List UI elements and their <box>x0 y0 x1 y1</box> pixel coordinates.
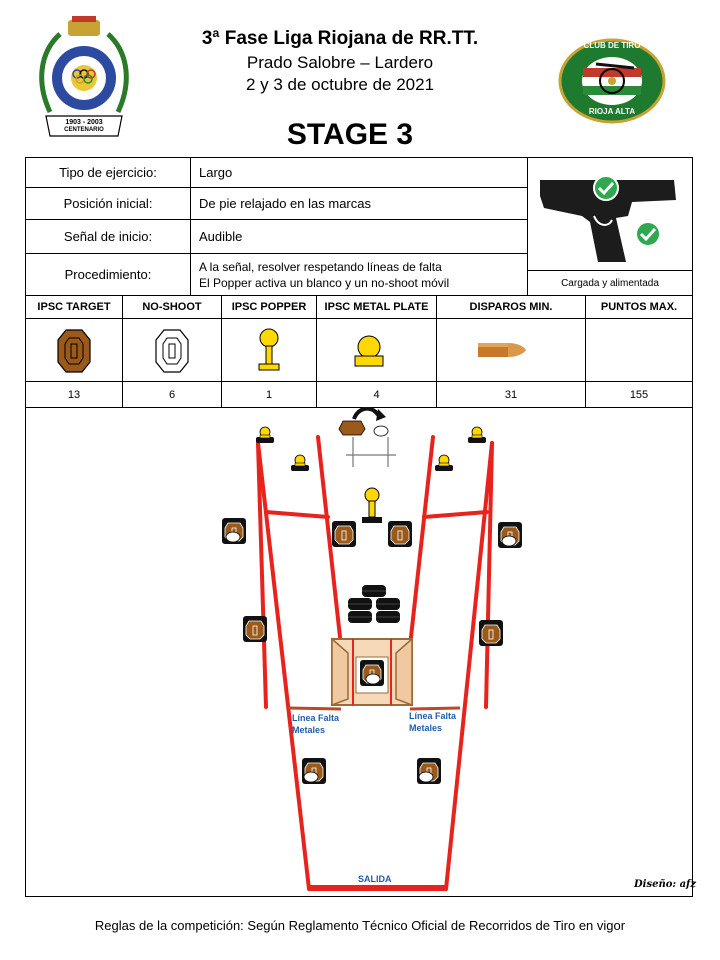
start-signal-label: Señal de inicio: <box>63 229 153 244</box>
club-logo-top-text: CLUB DE TIRO <box>583 41 641 50</box>
header-popper: IPSC POPPER <box>231 301 307 313</box>
event-venue: Prado Salobre – Lardero <box>246 53 434 72</box>
event-date: 2 y 3 de octubre de 2021 <box>245 75 435 94</box>
stage-diagram <box>221 407 523 891</box>
metal-plate-icon <box>354 335 384 367</box>
exercise-type-label: Tipo de ejercicio: <box>59 165 157 180</box>
count-metal-plate: 4 <box>373 388 380 401</box>
ipsc-target-icon <box>57 329 91 373</box>
footer-rules: Reglas de la competición: Según Reglamen… <box>94 918 626 933</box>
count-ipsc-target: 13 <box>67 388 81 401</box>
designer-signature: Diseño: afz <box>634 879 697 890</box>
club-logo <box>558 38 666 124</box>
count-max-points: 155 <box>629 388 649 401</box>
count-popper: 1 <box>265 388 273 401</box>
start-position-label: Posición inicial: <box>63 196 153 211</box>
popper-icon <box>258 328 280 371</box>
procedure-line-2: El Popper activa un blanco y un no-shoot… <box>199 275 450 290</box>
exercise-type-value: Largo <box>199 165 233 180</box>
check-icon <box>635 221 661 247</box>
stage-sheet: Tipo de ejercicio: Largo Posición inicia… <box>25 157 693 897</box>
start-label: SALIDA <box>358 874 392 884</box>
header-metal-plate: IPSC METAL PLATE <box>324 301 429 313</box>
gun-caption: Cargada y alimentada <box>561 277 659 289</box>
header-ipsc-target: IPSC TARGET <box>37 301 111 313</box>
start-signal-value: Audible <box>199 229 243 244</box>
no-shoot-icon <box>155 329 189 373</box>
logo-caption: CENTENARIO <box>64 127 104 133</box>
count-min-shots: 31 <box>504 388 518 401</box>
fault-line-label-right: Línea Falta Metales <box>409 711 457 733</box>
header-max-points: PUNTOS MAX. <box>600 301 678 313</box>
fault-line-label-left: Línea Falta Metales <box>292 713 340 735</box>
procedure-line-1: A la señal, resolver respetando líneas d… <box>199 259 442 274</box>
count-no-shoot: 6 <box>168 388 176 401</box>
event-title: 3ª Fase Liga Riojana de RR.TT. <box>201 28 479 49</box>
check-icon <box>593 175 619 201</box>
header-no-shoot: NO-SHOOT <box>142 301 202 313</box>
pistol-image <box>540 175 676 262</box>
procedure-value: A la señal, resolver respetando líneas d… <box>191 254 527 295</box>
procedure-label: Procedimiento: <box>64 267 152 282</box>
club-logo-bottom-text: RIOJA ALTA <box>588 107 636 116</box>
header-min-shots: DISPAROS MIN. <box>469 301 553 313</box>
stage-title: STAGE 3 <box>286 118 414 151</box>
header-block: 3ª Fase Liga Riojana de RR.TT. Prado Sal… <box>190 26 490 96</box>
federation-logo <box>39 16 129 137</box>
start-position-value: De pie relajado en las marcas <box>199 196 371 211</box>
bullet-icon <box>478 343 526 357</box>
logo-years: 1903 - 2003 <box>65 119 103 126</box>
